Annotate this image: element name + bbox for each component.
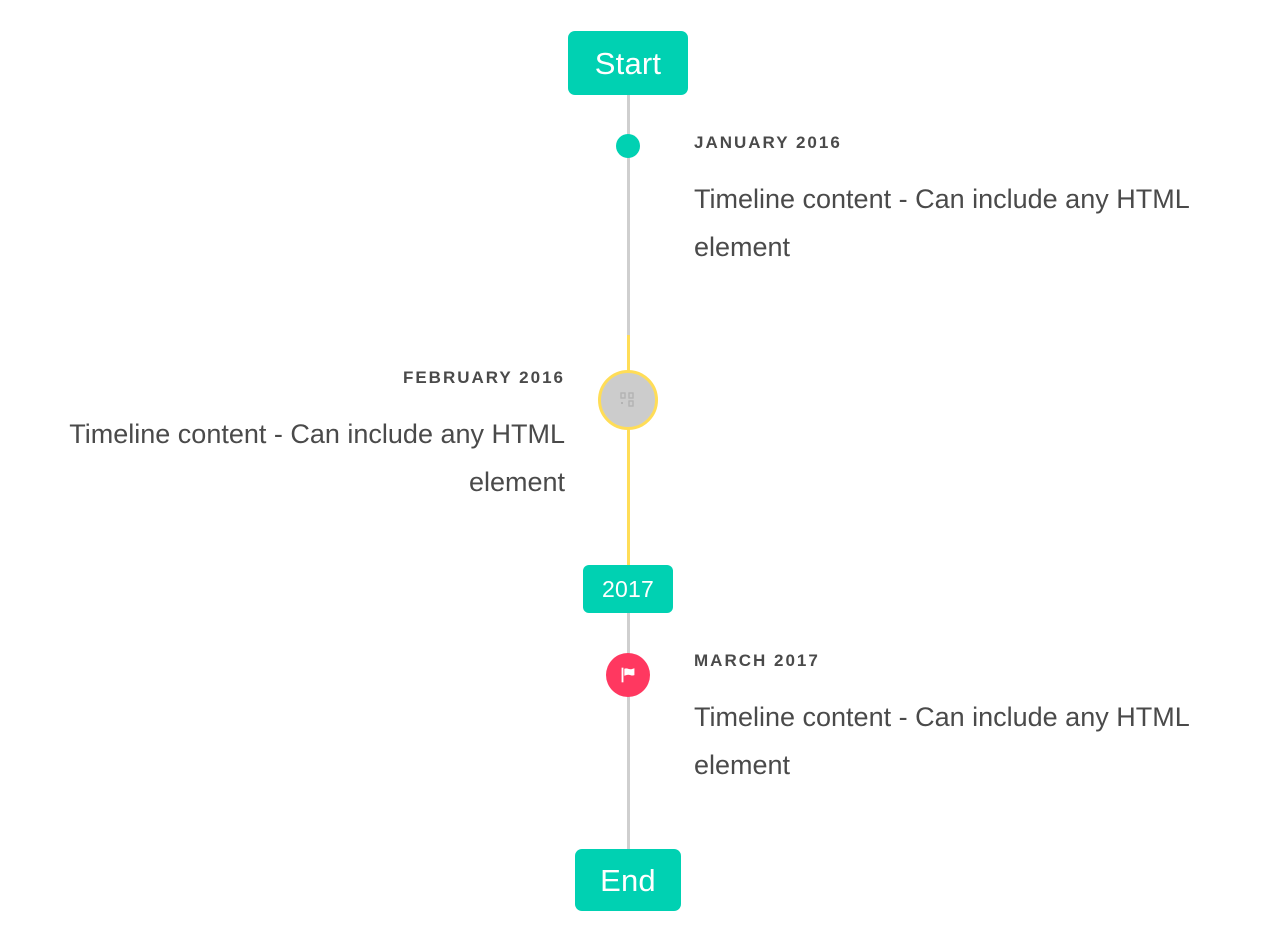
timeline-year-divider[interactable]: 2017 — [583, 565, 673, 613]
timeline-entry-heading: MARCH 2017 — [694, 651, 820, 670]
timeline-entry-heading: JANUARY 2016 — [694, 133, 842, 152]
timeline-entry-heading: FEBRUARY 2016 — [402, 368, 565, 387]
timeline-entry-february: FEBRUARY 2016 Timeline content - Can inc… — [20, 368, 565, 506]
flag-icon — [617, 664, 639, 686]
timeline-marker-flag-icon[interactable] — [606, 653, 650, 697]
timeline-entry-body: Timeline content - Can include any HTML … — [69, 418, 565, 497]
timeline-entry-body: Timeline content - Can include any HTML … — [694, 183, 1189, 262]
timeline-rail-bottom — [627, 613, 630, 851]
timeline-entry-january: JANUARY 2016 Timeline content - Can incl… — [694, 133, 1224, 271]
timeline-start-badge[interactable]: Start — [568, 31, 688, 95]
timeline-entry-march: MARCH 2017 Timeline content - Can includ… — [694, 651, 1224, 789]
timeline-marker-dot-icon[interactable] — [616, 134, 640, 158]
timeline-entry-body: Timeline content - Can include any HTML … — [694, 701, 1189, 780]
timeline-rail-highlight — [627, 335, 630, 570]
timeline-end-badge[interactable]: End — [575, 849, 681, 911]
broken-image-icon — [619, 391, 637, 409]
timeline-marker-broken-image-icon[interactable] — [598, 370, 658, 430]
timeline-rail-top — [627, 95, 630, 335]
